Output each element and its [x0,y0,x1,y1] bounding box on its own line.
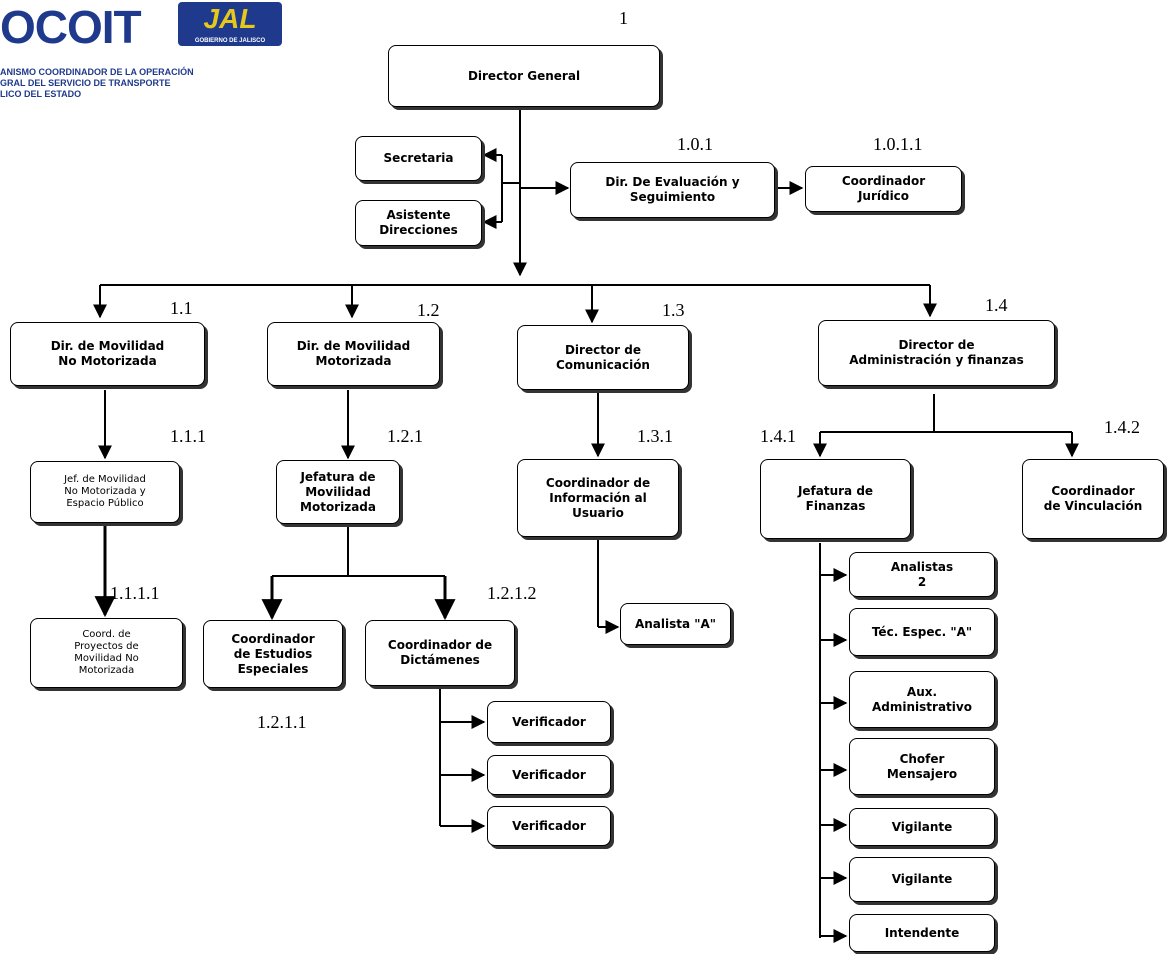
node-label: Jef. de Movilidad No Motorizada y Espaci… [64,474,146,509]
node-label: Verificador [512,818,586,833]
node-label: Analistas 2 [890,559,954,589]
node-aux-administrativo: Aux. Administrativo [849,671,995,728]
node-analistas: Analistas 2 [849,552,995,597]
node-label: Director General [467,68,581,83]
node-verificador-1: Verificador [487,701,611,743]
logo-wordmark: OCOIT [0,1,142,53]
node-coord-vinculacion: Coordinador de Vinculación [1022,459,1164,539]
node-label: Coordinador de Estudios Especiales [231,631,315,676]
label-1-3: 1.3 [662,300,685,320]
node-label: Director de Comunicación [556,342,650,372]
node-coord-estudios: Coordinador de Estudios Especiales [203,620,343,688]
node-asistente-direcciones: Asistente Direcciones [355,200,482,246]
node-label: Verificador [512,767,586,782]
node-label: Intendente [884,925,960,940]
node-dir-motorizada: Dir. de Movilidad Motorizada [267,322,440,386]
logo-subtitle: ANISMO COORDINADOR DE LA OPERACIÓN GRAL … [0,67,194,99]
node-label: Coord. de Proyectos de Movilidad No Moto… [74,629,139,676]
label-1-1: 1.1 [170,298,193,318]
node-label: Chofer Mensajero [886,751,958,781]
label-1-3-1: 1.3.1 [637,426,673,446]
gov-label: GOBIERNO DE JALISCO [194,38,266,44]
label-1-2-1-2: 1.2.1.2 [487,583,537,603]
node-jef-motorizada: Jefatura de Movilidad Motorizada [276,460,400,524]
node-secretaria: Secretaria [355,136,482,181]
node-label: Coordinador de Vinculación [1043,484,1143,513]
label-1-1-1: 1.1.1 [170,426,206,446]
label-1-4-2: 1.4.2 [1104,417,1140,437]
organization-logo: OCOIT JAL GOBIERNO DE JALISCO ANISMO COO… [0,0,300,120]
node-dir-administracion: Director de Administración y finanzas [818,320,1055,386]
node-intendente: Intendente [849,914,995,952]
node-label: Verificador [512,714,586,729]
node-label: Coordinador de Dictámenes [387,638,493,667]
node-vigilante-1: Vigilante [849,808,995,846]
node-label: Dir. de Movilidad Motorizada [296,339,411,368]
label-1-2: 1.2 [417,300,440,320]
node-label: Dir. de Movilidad No Motorizada [50,339,165,368]
node-director-general: Director General [388,45,660,107]
node-verificador-3: Verificador [487,806,611,846]
label-1-4-1: 1.4.1 [760,426,796,446]
jal-mark: JAL [203,3,257,34]
node-label: Téc. Espec. "A" [871,624,973,639]
label-1-0-1-1: 1.0.1.1 [873,134,923,154]
node-label: Vigilante [891,819,953,834]
node-label: Dir. De Evaluación y Seguimiento [605,175,740,204]
node-label: Director de Administración y finanzas [849,338,1024,367]
node-label: Coordinador de Información al Usuario [545,475,651,520]
node-label: Aux. Administrativo [872,684,972,714]
label-1-0-1: 1.0.1 [677,134,713,154]
node-tec-espec: Téc. Espec. "A" [849,608,995,656]
jalisco-logo: JAL GOBIERNO DE JALISCO [178,2,282,46]
node-dir-comunicacion: Director de Comunicación [517,325,689,390]
node-label: Analista "A" [634,616,717,631]
node-coord-informacion: Coordinador de Información al Usuario [517,459,679,537]
node-verificador-2: Verificador [487,755,611,795]
node-chofer-mensajero: Chofer Mensajero [849,738,995,795]
label-1: 1 [619,8,628,28]
label-1-1-1-1: 1.1.1.1 [110,583,160,603]
node-dir-evaluacion: Dir. De Evaluación y Seguimiento [570,162,775,218]
node-label: Jefatura de Finanzas [797,484,874,513]
node-dir-no-motorizada: Dir. de Movilidad No Motorizada [10,322,205,386]
node-coord-dictamenes: Coordinador de Dictámenes [365,620,515,686]
node-label: Secretaria [383,151,454,165]
node-label: Jefatura de Movilidad Motorizada [300,469,376,514]
node-coord-proyectos: Coord. de Proyectos de Movilidad No Moto… [30,618,183,688]
node-jef-no-motorizada: Jef. de Movilidad No Motorizada y Espaci… [30,461,180,523]
label-1-2-1: 1.2.1 [387,426,423,446]
node-analista-a: Analista "A" [620,603,731,645]
label-1-2-1-1: 1.2.1.1 [257,712,307,732]
node-label: Coordinador Jurídico [841,174,926,203]
node-label: Asistente Direcciones [379,208,458,237]
node-vigilante-2: Vigilante [849,857,995,902]
node-jef-finanzas: Jefatura de Finanzas [760,459,911,539]
node-label: Vigilante [891,872,953,886]
label-1-4: 1.4 [985,295,1008,315]
node-coordinador-juridico: Coordinador Jurídico [805,166,962,212]
